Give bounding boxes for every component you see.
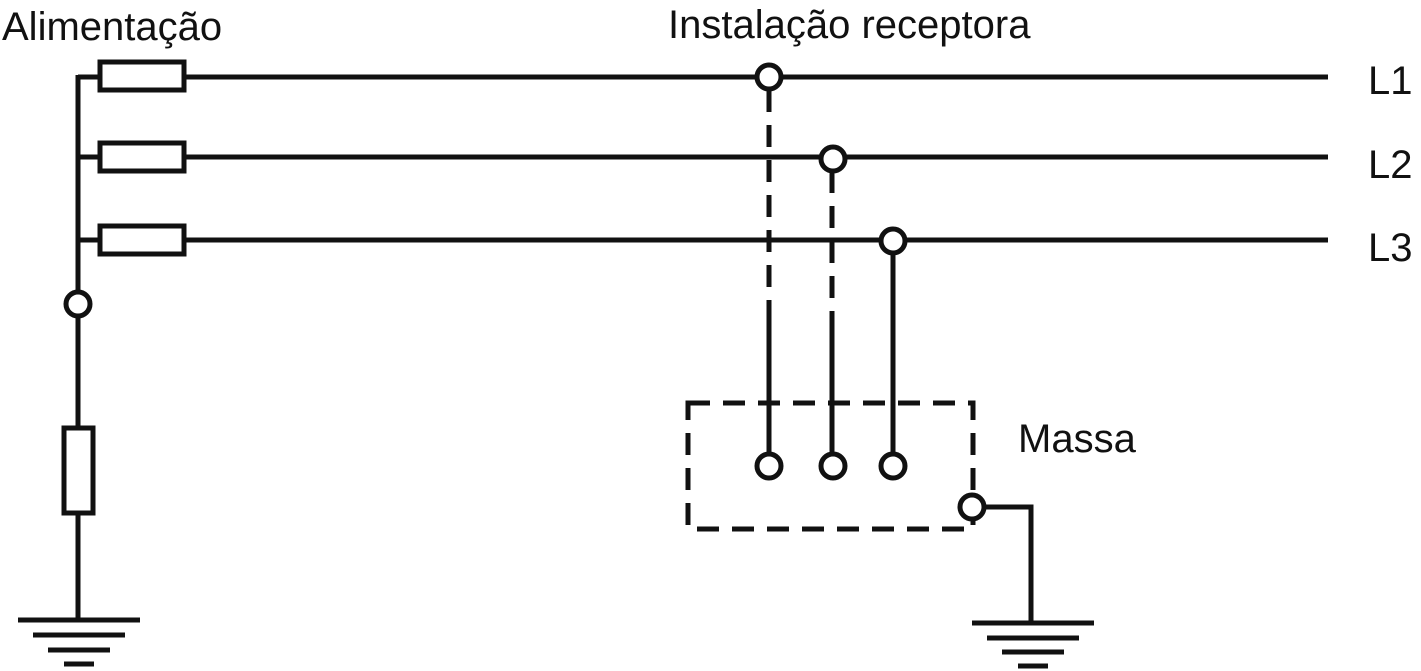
terminal-l3: [878, 451, 908, 481]
l2-impedance: [97, 140, 187, 174]
line-l3-label: L3: [1368, 226, 1413, 270]
mass-earth-wire: [984, 504, 1034, 622]
terminal-l1: [754, 451, 784, 481]
neutral-node: [63, 289, 93, 319]
l3-impedance: [97, 223, 187, 257]
line-l1-label: L1: [1368, 59, 1413, 103]
l1-tap-node: [754, 62, 784, 92]
mass-terminal: [957, 492, 987, 522]
l3-tap-node: [878, 226, 908, 256]
installation-label: Instalação receptora: [668, 3, 1031, 47]
terminal-l2: [818, 451, 848, 481]
equipment-enclosure: [685, 400, 976, 532]
l1-impedance: [97, 59, 187, 93]
grounding-impedance: [61, 425, 96, 516]
source-earth-icon: [18, 617, 140, 667]
installation-earth-icon: [972, 620, 1094, 669]
l2-tap-node: [818, 144, 848, 174]
supply-label: Alimentação: [2, 5, 222, 49]
line-l2-label: L2: [1368, 143, 1413, 187]
mass-label: Massa: [1018, 417, 1137, 461]
